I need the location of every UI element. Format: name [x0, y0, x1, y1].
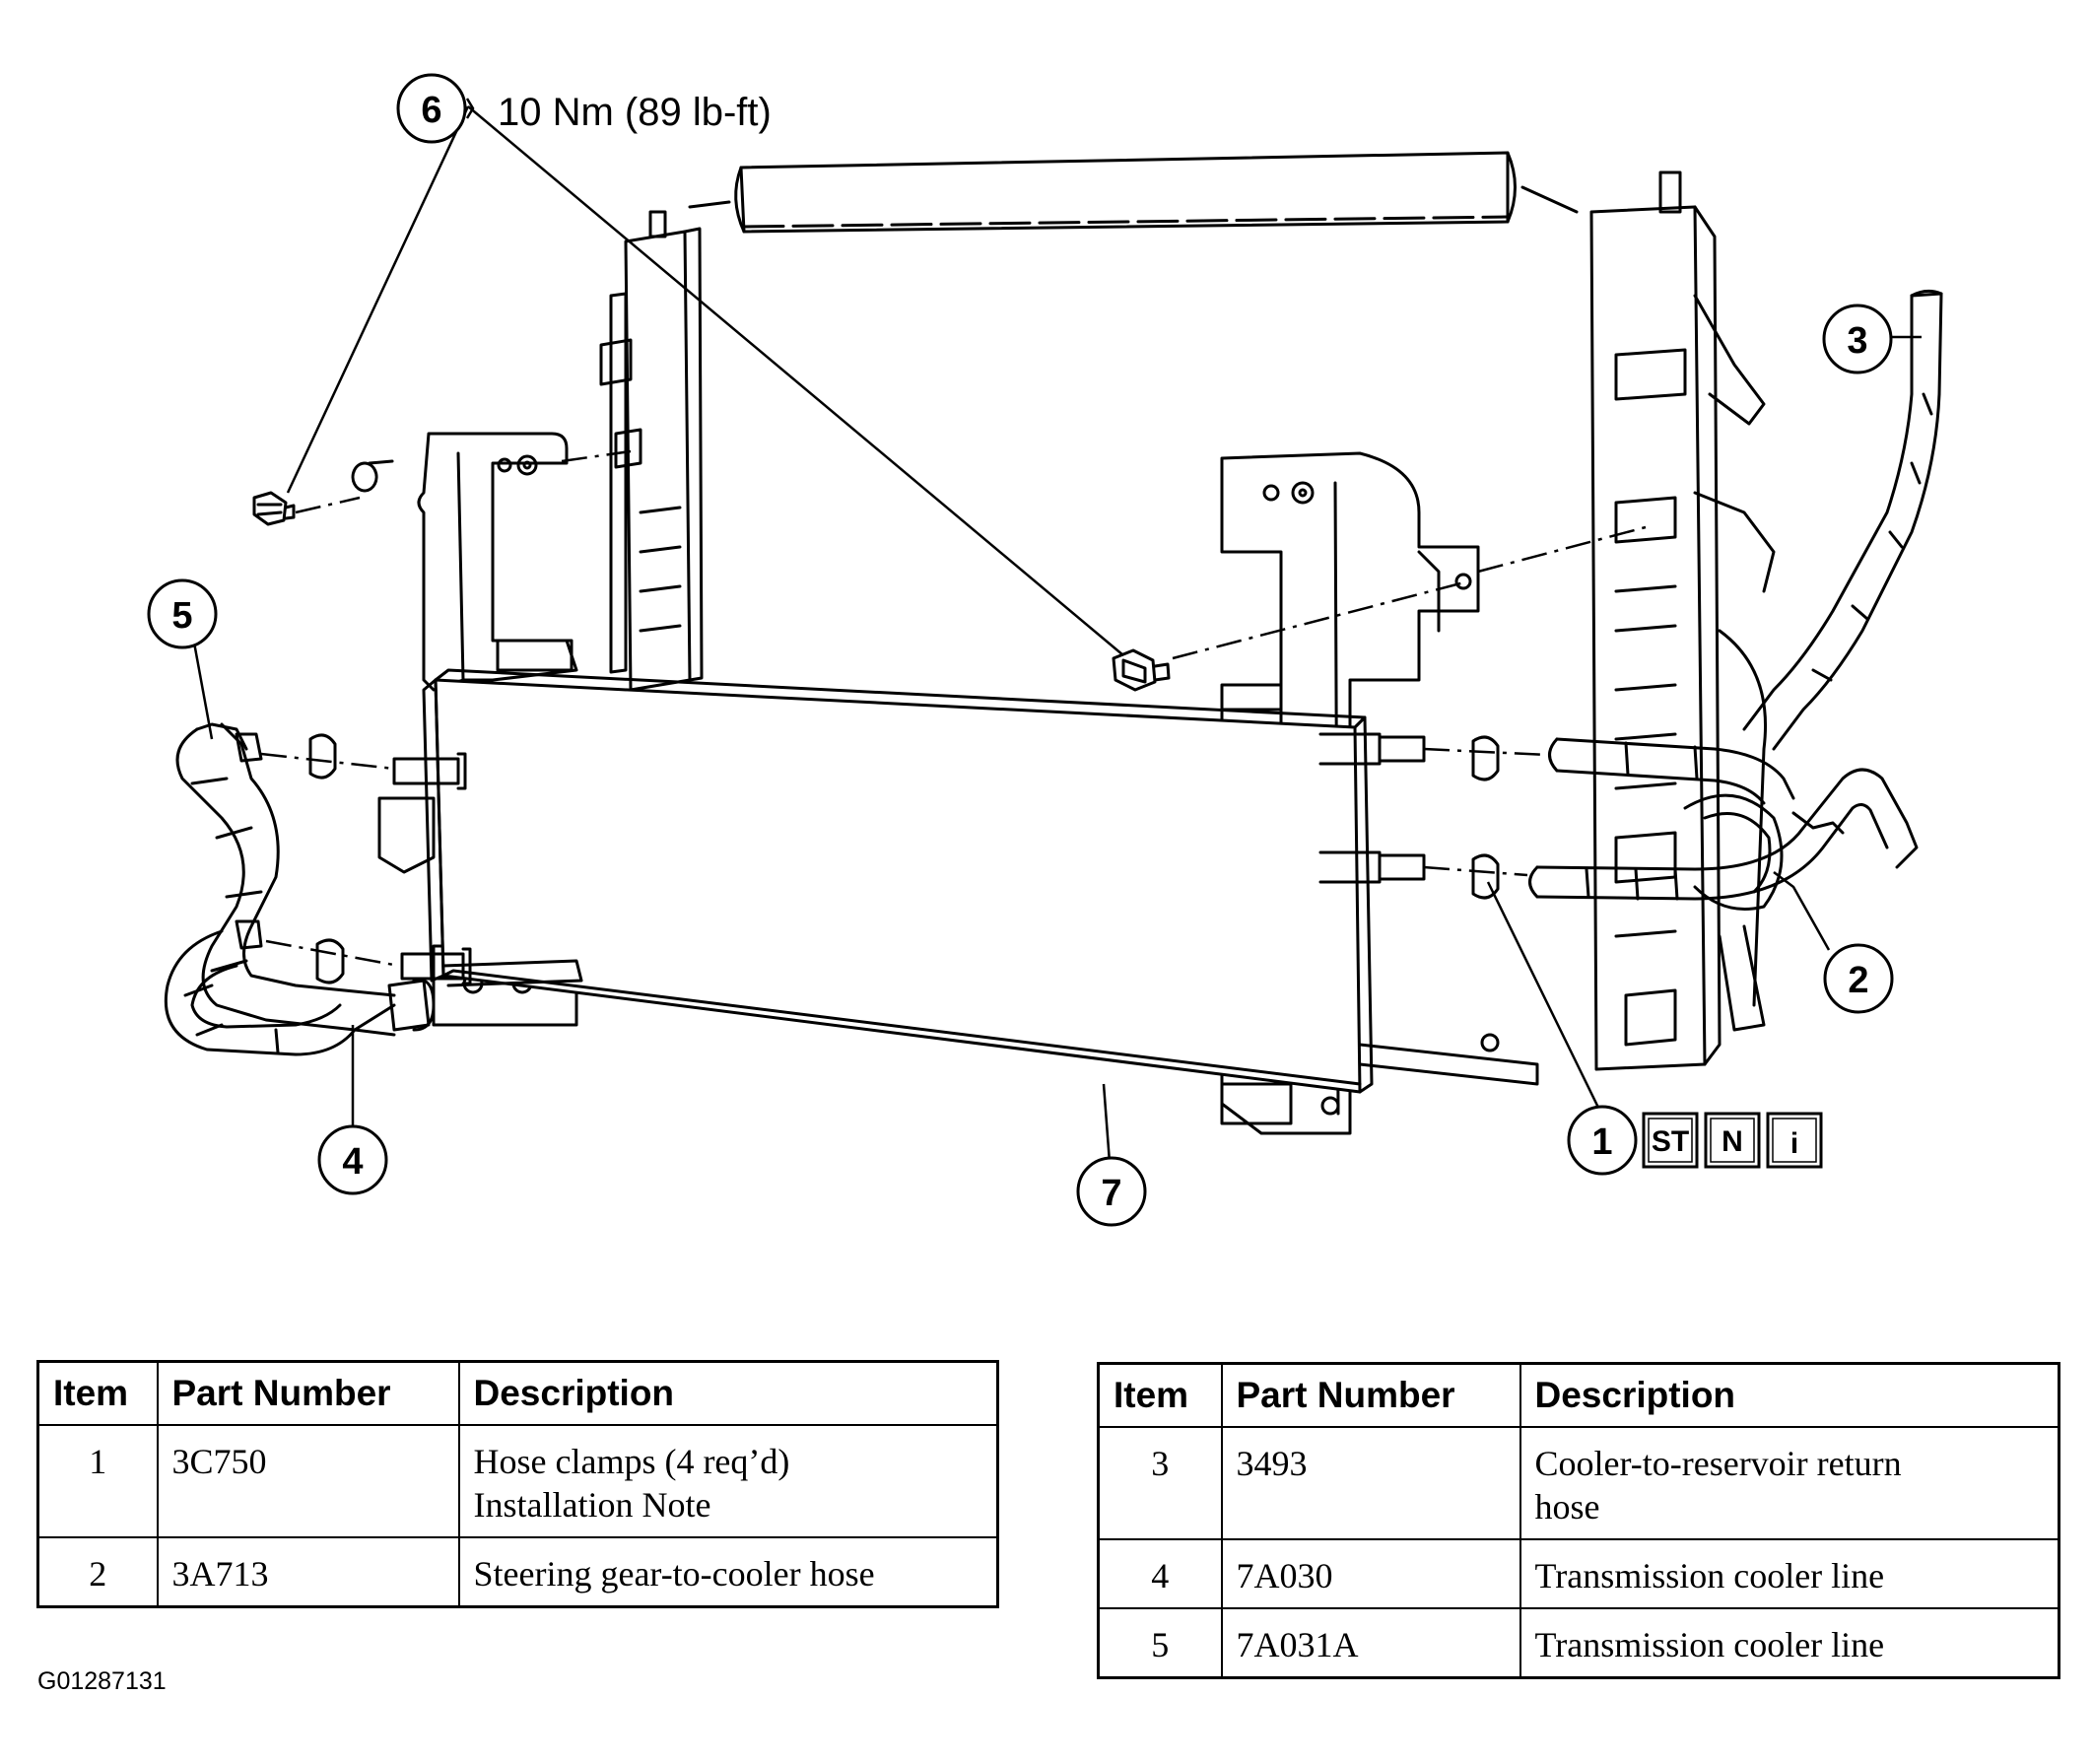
item-number: 3 — [1097, 1426, 1223, 1540]
hose-2 — [1528, 768, 1919, 901]
table-row: 4 7A030 Transmission cooler line — [1097, 1538, 2060, 1609]
description-line: Steering gear-to-cooler hose — [473, 1554, 875, 1594]
description-line: hose — [1534, 1487, 1600, 1527]
radiator-left-tank — [599, 210, 704, 692]
hose-5 — [175, 722, 396, 1037]
item-number: 1 — [36, 1424, 159, 1538]
info-symbol: i — [1766, 1112, 1823, 1169]
bolt-right — [1112, 648, 1171, 692]
callout-1-label: 1 — [1591, 1121, 1612, 1163]
description: Transmission cooler line — [1519, 1607, 2060, 1679]
callout-1: 1 — [1567, 1105, 1638, 1176]
part-number: 3493 — [1220, 1426, 1521, 1540]
new-part-symbol-label: N — [1722, 1125, 1743, 1158]
oil-cooler-core — [392, 668, 1426, 1094]
part-number: 7A030 — [1220, 1538, 1521, 1609]
callout-7: 7 — [1076, 1156, 1147, 1227]
part-number: 3C750 — [156, 1424, 460, 1538]
column-header-part-number: Part Number — [156, 1360, 460, 1426]
callout-6-label: 6 — [421, 90, 441, 131]
assembly-centerlines — [260, 449, 1647, 968]
description: Cooler-to-reservoir return hose — [1519, 1426, 2060, 1540]
description: Steering gear-to-cooler hose — [457, 1536, 999, 1608]
column-header-item: Item — [1097, 1362, 1223, 1428]
description: Transmission cooler line — [1519, 1538, 2060, 1609]
part-number: 7A031A — [1220, 1607, 1521, 1679]
radiator-right-tank — [1589, 170, 1776, 1071]
table-header-row: Item Part Number Description — [1097, 1362, 2060, 1428]
callout-3-label: 3 — [1847, 320, 1867, 362]
description-line: Installation Note — [473, 1485, 711, 1525]
item-number: 5 — [1097, 1607, 1223, 1679]
part-number: 3A713 — [156, 1536, 460, 1608]
parts-table-left: Item Part Number Description 1 3C750 Hos… — [36, 1360, 999, 1608]
callout-2: 2 — [1823, 943, 1894, 1014]
column-header-item: Item — [36, 1360, 159, 1426]
description-line: Transmission cooler line — [1534, 1556, 1885, 1595]
item-number: 2 — [36, 1536, 159, 1608]
bolt-left — [252, 491, 296, 526]
description: Hose clamps (4 req’d) Installation Note — [457, 1424, 999, 1538]
torque-spec-label: 10 Nm (89 lb-ft) — [498, 91, 772, 134]
callout-3: 3 — [1822, 304, 1893, 374]
table-row: 2 3A713 Steering gear-to-cooler hose — [36, 1536, 999, 1608]
callout-4-label: 4 — [342, 1141, 363, 1183]
radiator-upper-tube — [688, 151, 1579, 234]
table-row: 5 7A031A Transmission cooler line — [1097, 1607, 2060, 1679]
figure-id: G01287131 — [37, 1667, 167, 1695]
description-line: Hose clamps (4 req’d) — [473, 1442, 790, 1481]
column-header-description: Description — [1519, 1362, 2060, 1428]
new-part-symbol: N — [1704, 1112, 1761, 1169]
callout-7-label: 7 — [1101, 1173, 1121, 1214]
description-line: Transmission cooler line — [1534, 1625, 1885, 1664]
special-tool-symbol-label: ST — [1652, 1125, 1689, 1158]
column-header-description: Description — [457, 1360, 999, 1426]
exploded-view-diagram: 6 10 Nm (89 lb-ft) 3 5 4 7 2 1 ST N i — [147, 73, 1943, 1227]
callout-5-label: 5 — [171, 595, 192, 637]
upper-cooler-hose-right — [1548, 737, 1795, 805]
callout-6: 6 — [396, 73, 475, 144]
parts-table-right: Item Part Number Description 3 3493 Cool… — [1097, 1362, 2060, 1679]
item-number: 4 — [1097, 1538, 1223, 1609]
info-symbol-label: i — [1790, 1127, 1798, 1160]
table-row: 3 3493 Cooler-to-reservoir return hose — [1097, 1426, 2060, 1540]
table-row: 1 3C750 Hose clamps (4 req’d) Installati… — [36, 1424, 999, 1538]
description-line: Cooler-to-reservoir return — [1534, 1444, 1902, 1483]
table-header-row: Item Part Number Description — [36, 1360, 999, 1426]
callout-2-label: 2 — [1848, 960, 1868, 1001]
callout-5: 5 — [147, 578, 218, 649]
hose-3 — [1742, 289, 1943, 751]
column-header-part-number: Part Number — [1220, 1362, 1521, 1428]
callout-4: 4 — [317, 1124, 388, 1195]
steering-reservoir-area — [1683, 793, 1784, 1032]
hose-clamps — [308, 733, 1500, 984]
hose-4 — [164, 919, 436, 1056]
special-tool-symbol: ST — [1642, 1112, 1699, 1169]
